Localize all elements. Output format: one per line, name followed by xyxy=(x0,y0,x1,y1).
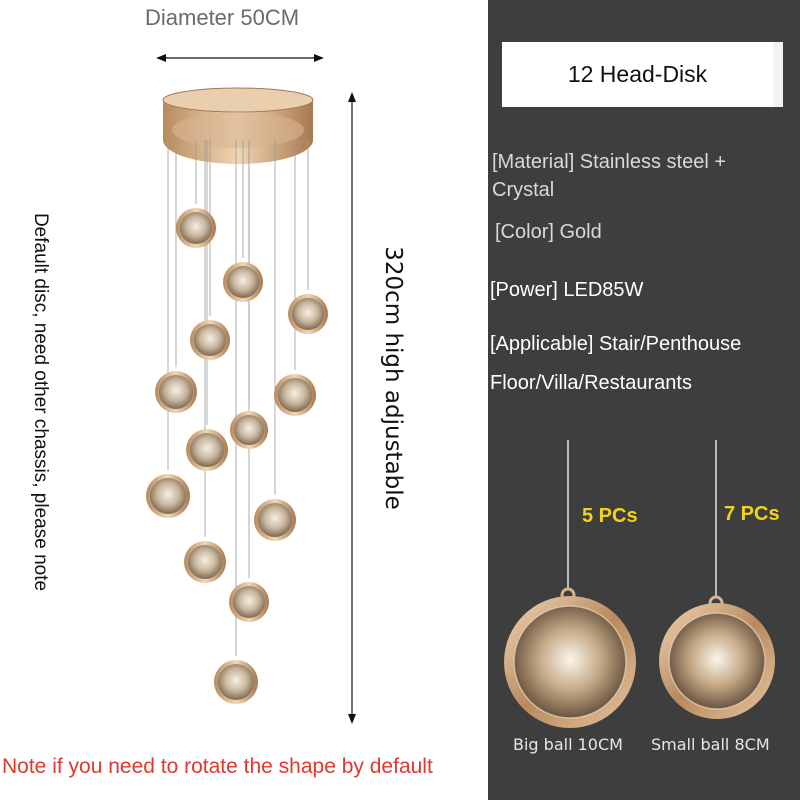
height-label: 320cm high adjustable xyxy=(380,246,406,510)
disc-glass xyxy=(180,212,212,244)
lamp-illustration-area: Diameter 50CM xyxy=(2,5,433,778)
small-ball-count: 7 PCs xyxy=(724,503,780,525)
rotate-note: Note if you need to rotate the shape by … xyxy=(2,755,433,778)
disc-glass xyxy=(278,378,312,412)
big-ball-label: Big ball 10CM xyxy=(513,735,623,754)
spec-power: [Power] LED85W xyxy=(490,279,644,301)
disc-glass xyxy=(194,324,226,356)
disc-glass xyxy=(234,415,264,445)
product-title-text: 12 Head-Disk xyxy=(567,61,708,87)
spec-applicable-2: Floor/Villa/Restaurants xyxy=(490,372,692,394)
chandelier-drawing xyxy=(146,54,356,724)
spec-color: [Color] Gold xyxy=(495,221,602,243)
product-title: 12 Head-Disk xyxy=(502,42,783,107)
spec-applicable-1: [Applicable] Stair/Penthouse xyxy=(490,333,742,355)
crystal-discs xyxy=(146,208,328,704)
disc-glass xyxy=(258,503,292,537)
ceiling-canopy xyxy=(162,87,314,164)
disc-glass xyxy=(233,586,265,618)
diameter-label: Diameter 50CM xyxy=(145,5,300,30)
suspension-wires xyxy=(167,140,309,656)
spec-material: [Material] Stainless steel + Crystal xyxy=(492,151,726,201)
default-disc-note: Default disc, need other chassis, please… xyxy=(30,212,51,592)
disc-glass xyxy=(150,478,186,514)
ball-size-drawing xyxy=(504,440,775,728)
disc-glass xyxy=(218,664,254,700)
disc-glass xyxy=(227,266,259,298)
disc-glass xyxy=(292,298,324,330)
disc-glass xyxy=(190,433,224,467)
big-ball-count: 5 PCs xyxy=(582,505,638,527)
disc-glass xyxy=(159,375,193,409)
small-ball-label: Small ball 8CM xyxy=(651,735,770,754)
disc-glass xyxy=(188,545,222,579)
